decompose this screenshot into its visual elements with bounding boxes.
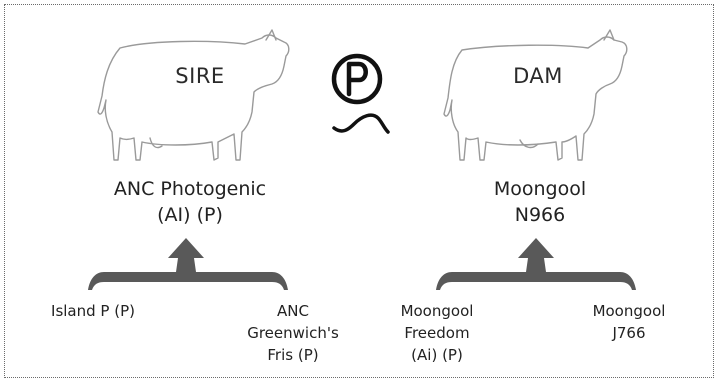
sire-bracket-icon (88, 238, 288, 290)
sire-name-line-1: ANC Photogenic (113, 178, 267, 200)
dam-grandparent-1: Moongool Freedom (Ai) (P) (372, 300, 502, 366)
sire-label: SIRE (175, 64, 225, 88)
dam-grandparent-1-line-3: (Ai) (P) (411, 346, 463, 364)
dam-grandparent-2: Moongool J766 (564, 300, 694, 344)
dam-grandparent-2-line-1: Moongool (592, 302, 666, 320)
pedigree-frame (4, 4, 714, 378)
dam-grandparent-1-line-1: Moongool (400, 302, 474, 320)
sire-grandparent-2: ANC Greenwich's Fris (P) (228, 300, 358, 366)
dam-name-line-2: N966 (514, 204, 566, 226)
cow-outline-icon (443, 29, 628, 161)
dam-name: Moongool N966 (430, 176, 650, 228)
dam-grandparent-2-line-2: J766 (612, 324, 646, 342)
sire-grandparent-2-line-3: Fris (P) (267, 346, 319, 364)
dam-label: DAM (513, 64, 563, 88)
bull-outline-icon (97, 29, 290, 161)
sire-grandparent-1-line-1: Island P (P) (51, 302, 135, 320)
dam-grandparent-1-line-2: Freedom (404, 324, 470, 342)
sire-grandparent-2-line-1: ANC (277, 302, 309, 320)
sire-name-line-2: (AI) (P) (157, 204, 223, 226)
dam-bracket-icon (436, 238, 636, 290)
sire-grandparent-1: Island P (P) (28, 300, 158, 322)
polled-p-logo (331, 53, 390, 134)
sire-name: ANC Photogenic (AI) (P) (80, 176, 300, 228)
dam-name-line-1: Moongool (493, 178, 587, 200)
sire-grandparent-2-line-2: Greenwich's (247, 324, 339, 342)
